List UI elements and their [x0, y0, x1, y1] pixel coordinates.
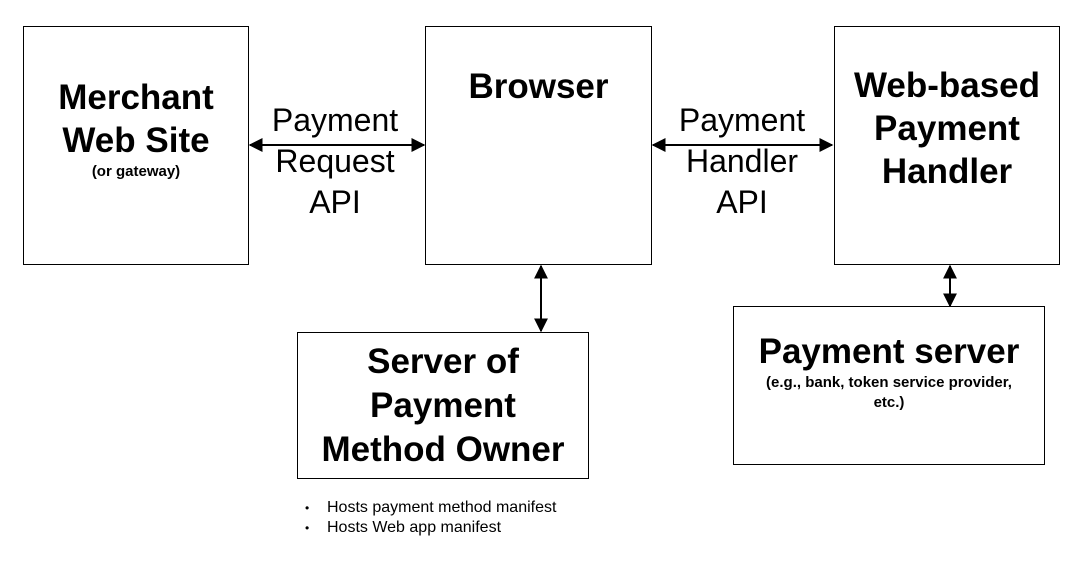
- web-payment-handler-box: Web-based Payment Handler: [834, 26, 1060, 265]
- payment-server-subtitle-line-1: (e.g., bank, token service provider,: [766, 374, 1012, 391]
- payment-handler-api-line-1: Payment: [678, 102, 806, 138]
- bullet-item: Hosts payment method manifest: [305, 498, 556, 518]
- payment-request-api-line-1: Payment: [271, 102, 399, 138]
- payment-request-api-line-3: API: [309, 184, 361, 220]
- payment-server-title: Payment server: [758, 332, 1020, 371]
- payment-handler-api-label: Payment Handler API: [662, 100, 822, 223]
- method-owner-title-line-1: Server of: [367, 341, 519, 381]
- merchant-title-line-1: Merchant: [58, 77, 214, 117]
- method-owner-title-line-2: Payment: [370, 385, 516, 425]
- payment-handler-api-line-2: Handler: [685, 143, 799, 179]
- merchant-subtitle: (or gateway): [91, 162, 181, 180]
- payment-server-subtitle-line-2: etc.): [873, 394, 905, 411]
- handler-title-line-2: Payment: [874, 109, 1020, 148]
- handler-title-line-1: Web-based: [853, 66, 1041, 105]
- payment-handler-api-line-3: API: [716, 184, 768, 220]
- method-owner-server-box: Server of Payment Method Owner: [297, 332, 589, 479]
- method-owner-title-line-3: Method Owner: [321, 429, 565, 469]
- browser-box: Browser: [425, 26, 652, 265]
- merchant-web-site-box: Merchant Web Site (or gateway): [23, 26, 249, 265]
- bullet-item: Hosts Web app manifest: [305, 518, 556, 538]
- payment-request-api-label: Payment Request API: [255, 100, 415, 223]
- method-owner-bullets: Hosts payment method manifest Hosts Web …: [305, 498, 556, 538]
- browser-title: Browser: [468, 67, 609, 106]
- handler-title-line-3: Handler: [881, 152, 1013, 191]
- payment-server-box: Payment server (e.g., bank, token servic…: [733, 306, 1045, 465]
- merchant-title-line-2: Web Site: [62, 120, 210, 160]
- payment-request-api-line-2: Request: [275, 143, 395, 179]
